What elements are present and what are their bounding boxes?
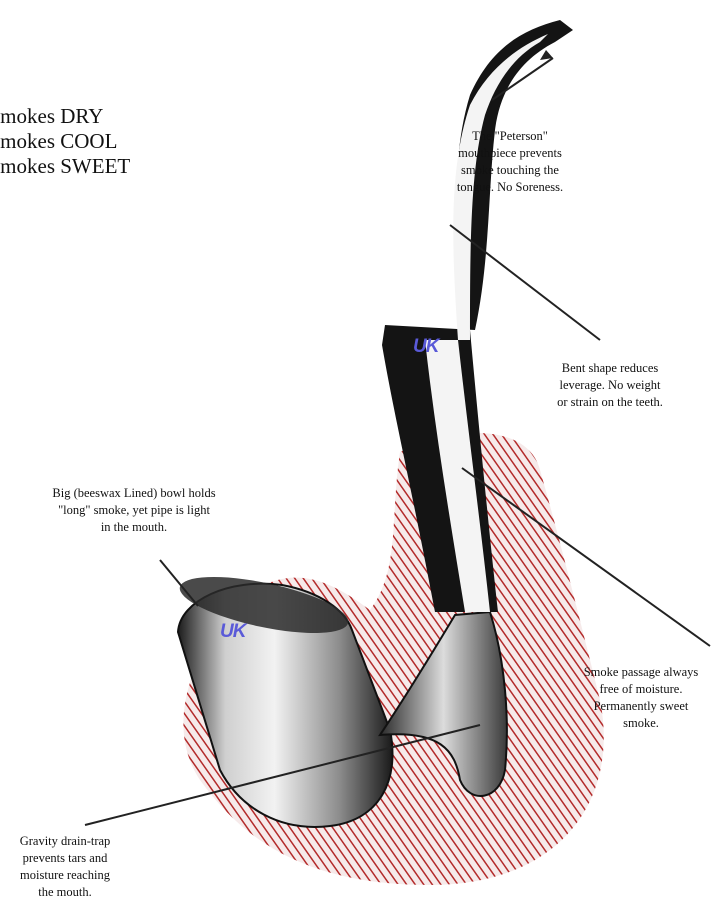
annotation-drain-trap: Gravity drain-trap prevents tars and moi… (0, 833, 130, 901)
annotation-smoke-passage: Smoke passage always free of moisture. P… (566, 664, 716, 732)
watermark-bowl: UK (220, 621, 245, 643)
slogan-sweet: smokes SWEET (0, 154, 130, 179)
annotation-bowl: Big (beeswax Lined) bowl holds "long" sm… (10, 485, 258, 536)
slogan-dry: smokes DRY (0, 104, 130, 129)
slogan-cool: smokes COOL (0, 129, 130, 154)
slogan-block: smokes DRY smokes COOL smokes SWEET (0, 104, 130, 179)
annotation-mouthpiece: The "Peterson" mouthpiece prevents smoke… (430, 128, 590, 196)
watermark-stem: UK (413, 336, 438, 358)
annotation-bent-shape: Bent shape reduces leverage. No weight o… (512, 360, 708, 411)
